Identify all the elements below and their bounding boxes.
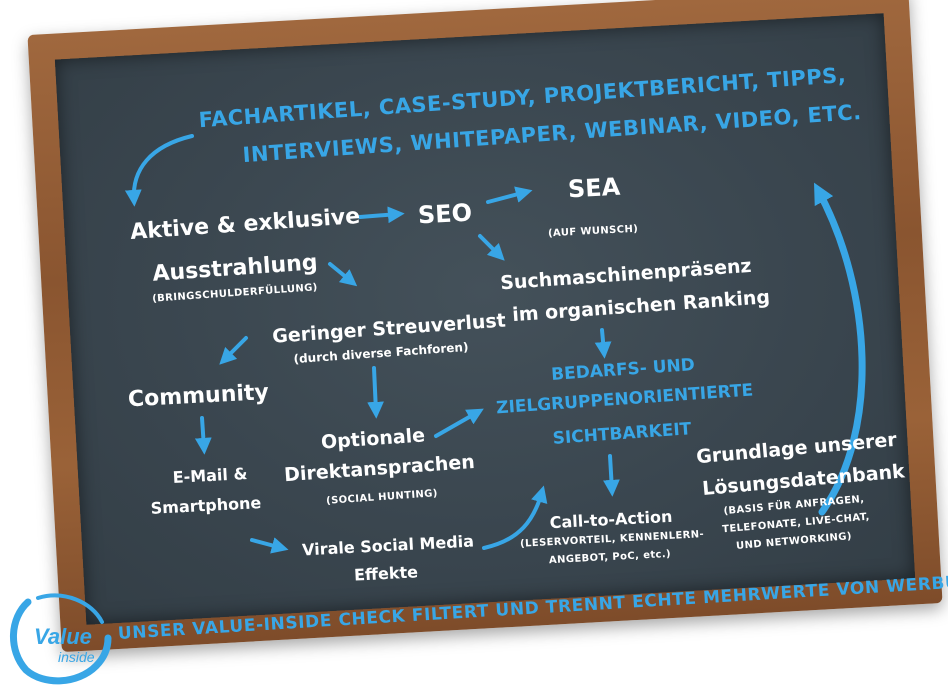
svg-text:inside: inside [58,649,95,665]
node-seo: SEO [417,198,473,230]
value-inside-logo: Value inside [10,593,112,685]
node-sea: SEA [567,172,621,204]
svg-text:Value: Value [34,624,92,649]
